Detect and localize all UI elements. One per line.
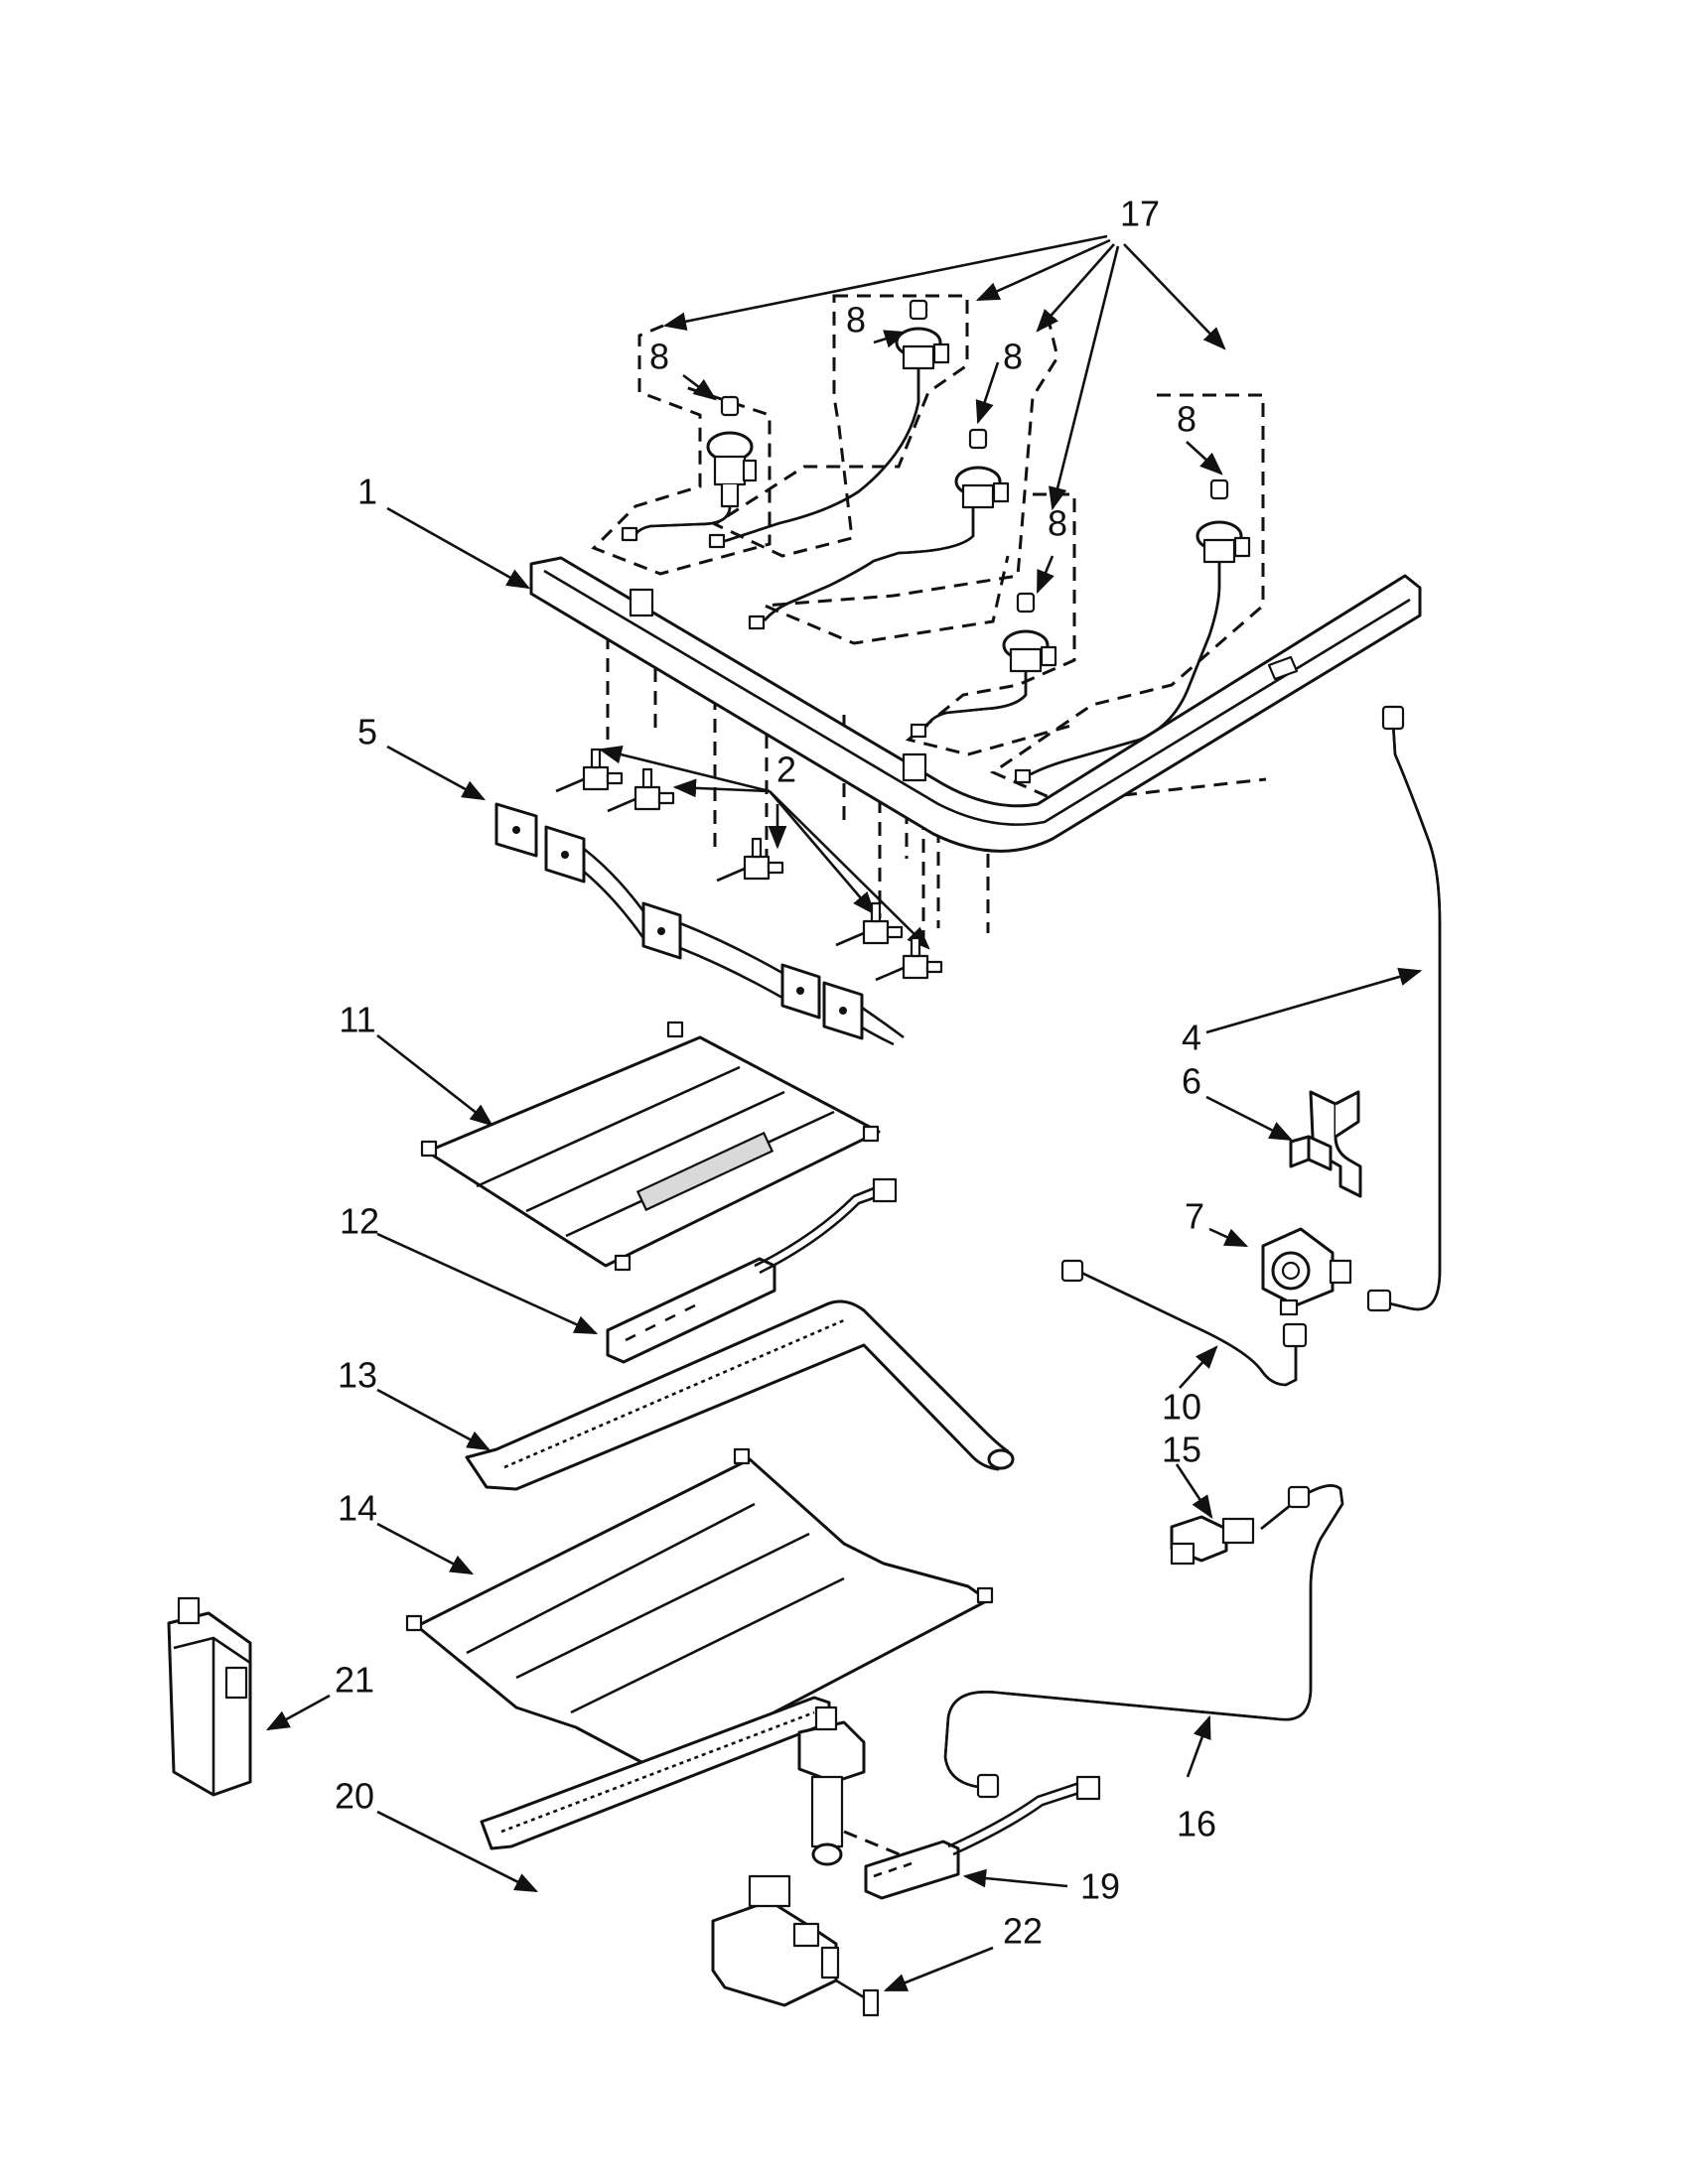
manifold-rail bbox=[529, 556, 1422, 853]
callout-17: 17 bbox=[1120, 194, 1160, 234]
callout-4: 4 bbox=[1182, 1018, 1201, 1058]
callout-8-b: 8 bbox=[846, 300, 866, 341]
broil-burner-tube bbox=[465, 1299, 1015, 1491]
callout-8-d: 8 bbox=[1048, 503, 1067, 544]
regulator-tube bbox=[1060, 1259, 1308, 1387]
callout-8-e: 8 bbox=[1177, 399, 1196, 440]
callout-16: 16 bbox=[1177, 1804, 1216, 1844]
callout-21: 21 bbox=[335, 1660, 374, 1701]
callout-8-a: 8 bbox=[649, 337, 669, 377]
pressure-regulator bbox=[1261, 1227, 1352, 1316]
callout-11: 11 bbox=[339, 1000, 375, 1040]
callout-8-c: 8 bbox=[1003, 337, 1023, 377]
callout-7: 7 bbox=[1185, 1196, 1204, 1237]
callout-12: 12 bbox=[340, 1201, 379, 1242]
valve-bracket bbox=[494, 802, 905, 1046]
callout-15: 15 bbox=[1162, 1430, 1201, 1470]
broil-igniter bbox=[606, 1177, 898, 1364]
callout-2: 2 bbox=[776, 750, 796, 790]
oven-gas-tube bbox=[943, 1484, 1344, 1799]
callout-6: 6 bbox=[1182, 1061, 1201, 1102]
elbow-fitting bbox=[1170, 1515, 1255, 1566]
callout-14-drawn: 14 bbox=[338, 1488, 377, 1529]
oven-safety-valve bbox=[711, 1874, 880, 2017]
bake-igniter bbox=[864, 1775, 1101, 1900]
burner-valves bbox=[621, 299, 1251, 784]
bake-burner-shield bbox=[405, 1447, 994, 1781]
broil-burner-shield bbox=[420, 1021, 881, 1272]
bake-burner-tube bbox=[480, 1696, 866, 1866]
callout-5: 5 bbox=[357, 712, 377, 752]
callout-labels: 4 17 8 8 8 8 8 1 5 2 4 6 7 10 15 11 12 1… bbox=[335, 194, 1216, 1952]
callout-13: 13 bbox=[338, 1355, 377, 1396]
callout-22: 22 bbox=[1003, 1911, 1043, 1952]
dashed-valve-groups bbox=[591, 294, 1267, 804]
callout-10: 10 bbox=[1162, 1387, 1201, 1428]
leader-lines bbox=[265, 234, 1423, 1992]
spark-module-bracket bbox=[167, 1596, 252, 1797]
burner-valve-stems bbox=[555, 748, 943, 982]
callout-20: 20 bbox=[335, 1776, 374, 1817]
callout-1-label: 1 bbox=[357, 472, 377, 512]
callout-19: 19 bbox=[1080, 1866, 1120, 1907]
main-gas-tube bbox=[1366, 705, 1442, 1312]
regulator-bracket bbox=[1289, 1090, 1362, 1198]
